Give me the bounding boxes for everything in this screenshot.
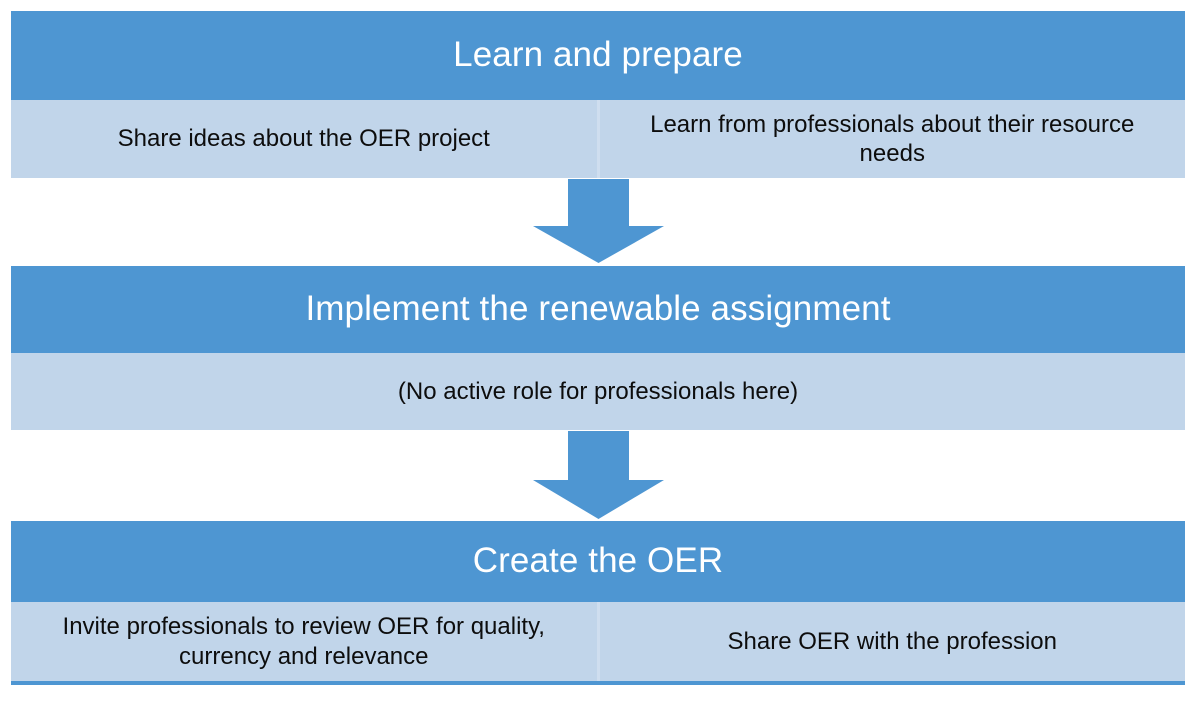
stage-cell-learn-from-professionals: Learn from professionals about their res…	[650, 110, 1135, 167]
stage-cell-no-active-role: (No active role for professionals here)	[397, 377, 799, 405]
cell-divider	[596, 100, 600, 178]
cell-divider	[596, 602, 600, 681]
stage-body-learn-and-prepare: Share ideas about the OER project Learn …	[11, 100, 1185, 178]
stage-learn-and-prepare: Learn and prepare Share ideas about the …	[11, 11, 1185, 178]
stage-body-create-the-oer: Invite professionals to review OER for q…	[11, 602, 1185, 681]
stage-create-the-oer: Create the OER Invite professionals to r…	[11, 521, 1185, 685]
stage-title-implement-the-renewable-assignment: Implement the renewable assignment	[11, 266, 1185, 353]
stage-body-implement-the-renewable-assignment: (No active role for professionals here)	[11, 353, 1185, 430]
stage-title-create-the-oer: Create the OER	[11, 521, 1185, 602]
stage-title-learn-and-prepare: Learn and prepare	[11, 11, 1185, 100]
stage-cell-invite-professionals-to-review: Invite professionals to review OER for q…	[62, 613, 545, 670]
down-arrow-icon	[533, 179, 664, 263]
stage-implement-the-renewable-assignment: Implement the renewable assignment (No a…	[11, 266, 1185, 430]
stage-cell-share-oer-with-profession: Share OER with the profession	[727, 627, 1058, 655]
down-arrow-icon	[533, 431, 664, 519]
stage-cell-share-ideas: Share ideas about the OER project	[117, 125, 490, 153]
stage-bottom-rule	[11, 681, 1185, 685]
